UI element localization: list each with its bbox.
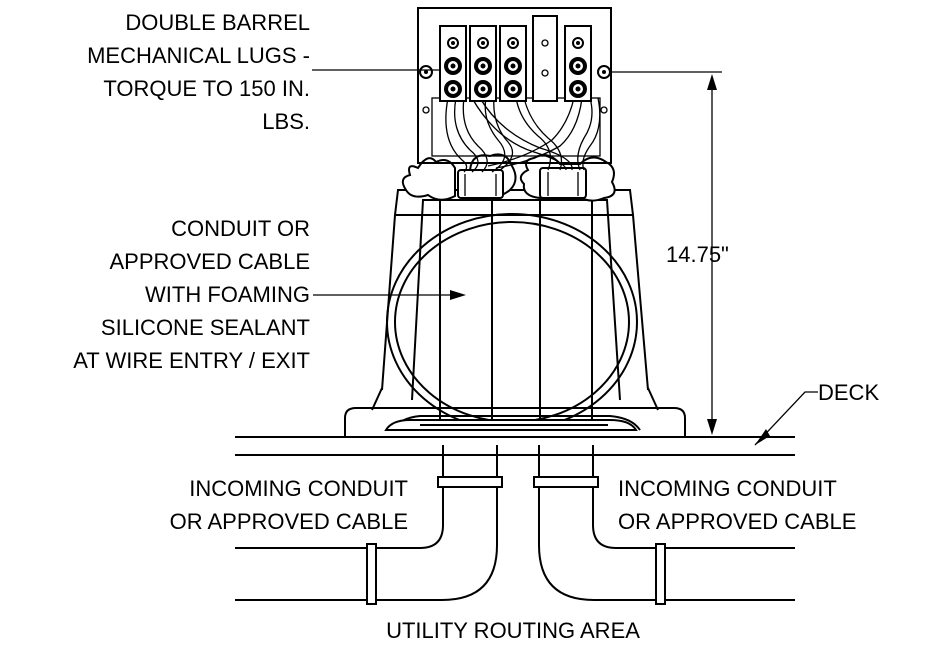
deck-label: DECK: [818, 380, 879, 405]
right-vertical-coupling: [533, 476, 599, 488]
lug-panel: [417, 7, 612, 164]
lugs-label: DOUBLE BARREL MECHANICAL LUGS - TORQUE T…: [87, 10, 310, 134]
conduit-label-line: AT WIRE ENTRY / EXIT: [73, 348, 310, 373]
mechanical-lug-3: [504, 57, 522, 98]
incoming-right-label: INCOMING CONDUIT OR APPROVED CABLE: [618, 476, 856, 534]
conduit-ring-outer: [386, 213, 638, 431]
pedestal-base: [344, 189, 686, 437]
lug-backplate: [417, 7, 612, 164]
left-vertical-coupling: [437, 476, 503, 488]
conduit-label-line: WITH FOAMING: [145, 282, 310, 307]
conduit-label-line: APPROVED CABLE: [109, 249, 310, 274]
right-grommet: [539, 167, 587, 199]
routing-area-label: UTILITY ROUTING AREA: [386, 618, 640, 643]
right-incoming-pipe: [592, 445, 795, 549]
left-horizontal-coupling: [366, 543, 377, 605]
dimension-label: 14.75": [666, 242, 729, 267]
incoming-left-label: INCOMING CONDUIT OR APPROVED CABLE: [170, 476, 408, 534]
conduit-label: CONDUIT OR APPROVED CABLE WITH FOAMING S…: [73, 216, 310, 373]
mechanical-lug-1: [444, 57, 462, 98]
mechanical-lug-4: [569, 57, 587, 98]
incoming-left-label-line: INCOMING CONDUIT: [189, 476, 408, 501]
conduit-leader-arrow: [450, 290, 466, 300]
conduit-ring-inner: [394, 221, 630, 423]
incoming-left-label-line: OR APPROVED CABLE: [170, 509, 408, 534]
conduit-label-line: SILICONE SEALANT: [101, 315, 310, 340]
foam-sealant: [401, 153, 616, 202]
lugs-label-line: TORQUE TO 150 IN.: [103, 76, 310, 101]
routing-area: [235, 445, 795, 610]
annotations: [312, 69, 722, 438]
left-grommet: [457, 169, 504, 199]
lugs-label-line: DOUBLE BARREL: [125, 10, 310, 35]
left-incoming-pipe: [235, 445, 444, 549]
conduit-label-line: CONDUIT OR: [171, 216, 310, 241]
lugs-label-line: MECHANICAL LUGS -: [87, 43, 310, 68]
cable-bundle: [445, 97, 601, 173]
mechanical-lug-2: [474, 57, 492, 98]
lugs-label-line: LBS.: [262, 109, 310, 134]
incoming-right-label-line: OR APPROVED CABLE: [618, 509, 856, 534]
right-horizontal-coupling: [655, 543, 666, 605]
incoming-right-label-line: INCOMING CONDUIT: [618, 476, 837, 501]
deck: [235, 391, 818, 456]
left-foam-blob: [401, 157, 456, 201]
